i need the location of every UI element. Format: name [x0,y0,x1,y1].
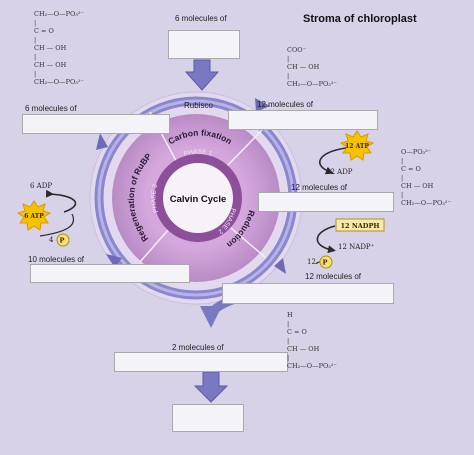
nadph-curve [316,225,336,254]
pi-icon [56,233,70,247]
answer-box-left-upper[interactable] [22,114,170,134]
cycle-arrowhead [96,133,108,150]
left-upper-label: 6 molecules of [25,104,77,113]
top-label: 6 molecules of [175,14,227,23]
atp-burst-icon [16,200,52,231]
atp-adp-curve [318,147,347,175]
pi-icon [319,255,333,269]
phase3-tag: PHASE 3 [150,183,160,213]
answer-box-right-mid[interactable] [258,192,394,212]
cycle-arrowhead [255,98,270,112]
answer-box-right-upper[interactable] [228,110,378,130]
right-mid-label: 12 molecules of [291,183,348,192]
cycle-arrowhead [106,254,122,268]
answer-box-left-lower[interactable] [30,264,190,283]
left-lower-label: 10 molecules of [28,255,85,264]
pi12-count: 12 [307,258,316,266]
pi-symbol: P [323,259,328,267]
nadp12-label: 12 NADP⁺ [338,243,375,251]
output-down-arrow [193,371,229,403]
bottom-label: 2 molecules of [172,343,224,352]
answer-box-top[interactable] [168,30,240,59]
pi4-count: 4 [49,236,54,244]
center-disc [163,163,233,233]
enzyme-label: Rubisco [184,101,213,110]
center-title: Calvin Cycle [170,194,227,205]
bpg-structure: O—PO₃²⁻ | C = O | CH — OH | CH₂—O—PO₃²⁻ [401,148,451,207]
phase1-tag: PHASE 1 [183,148,213,157]
cycle-arrowhead [274,258,286,274]
right-upper-label: 12 molecules of [257,100,314,109]
answer-box-bottom[interactable] [114,352,288,372]
right-lower-label: 12 molecules of [305,272,362,281]
page-title: Stroma of chloroplast [303,13,417,25]
atp6-label: 6 ATP [24,213,44,220]
answer-box-right-lower[interactable] [222,283,394,304]
g3p-structure: H | C = O | CH — OH | CH₂—O—PO₃²⁻ [287,311,337,370]
nadph-box [335,218,385,232]
adp12-label: 12 ADP [326,168,353,176]
input-arrow [184,59,220,91]
output-arrowhead [200,306,222,328]
pga-structure: COO⁻ | CH — OH | CH₂—O—PO₃²⁻ [287,46,337,88]
answer-box-final[interactable] [172,404,244,432]
pi-symbol: P [60,237,65,245]
nadph12-label: 12 NADPH [341,222,380,230]
atp-burst-icon [339,130,375,161]
atp12-label: 12 ATP [345,143,369,150]
adp6-label: 6 ADP [30,182,53,190]
rubp-structure: CH₂—O—PO₃²⁻ | C = O | CH — OH | CH — OH … [34,10,84,86]
atp-adp-left-curve [45,189,77,213]
